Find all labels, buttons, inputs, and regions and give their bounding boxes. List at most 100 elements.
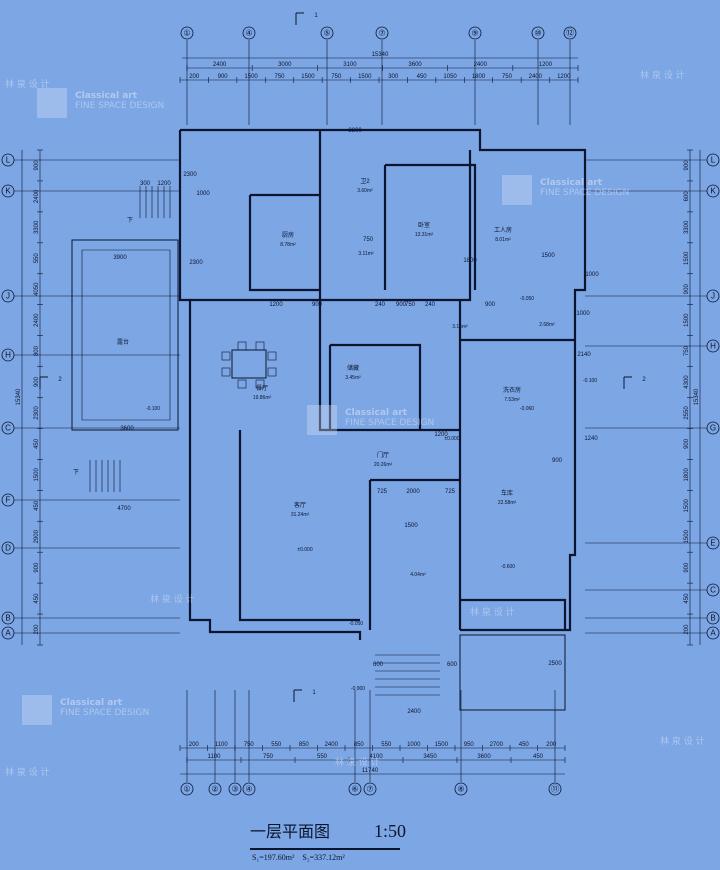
axis-bottom-2-circle	[228, 782, 242, 796]
axis-right-2-label: J	[711, 292, 715, 301]
dining-chair	[267, 367, 277, 377]
axis-bottom-3-circle	[242, 782, 256, 796]
dim-left-value: 550	[34, 253, 40, 264]
axis-bottom-1-circle	[208, 782, 222, 796]
dim-left-value: 800	[34, 345, 40, 356]
dim-right-value: 4300	[684, 375, 690, 389]
dim-top-row1-value: 3000	[278, 62, 292, 68]
room-name: 洗衣房	[503, 386, 521, 394]
dining-chair	[221, 367, 231, 377]
dim-top-row1-value: 3600	[408, 62, 422, 68]
interior-dim: 240	[425, 302, 436, 308]
interior-dim: 3800	[348, 128, 362, 134]
watermark-logo	[502, 175, 532, 205]
dim-left-value: 4050	[34, 282, 40, 296]
axis-top-3-label: ⑦	[378, 29, 385, 38]
terrace-outline	[71, 239, 179, 431]
dim-bottom-row2-value: 1100	[208, 754, 222, 760]
dim-right-value: 900	[684, 160, 690, 171]
dim-top-row2-value: 1800	[472, 74, 486, 80]
section-label: 2	[642, 377, 646, 383]
watermark-brand: Classical art	[75, 91, 138, 101]
dim-left-value: 900	[34, 376, 40, 387]
down-label: 下	[127, 217, 133, 224]
dim-right-value: 1500	[684, 251, 690, 265]
dim-bottom-row2-value: 750	[263, 754, 274, 760]
dim-bottom-row2-value: 3600	[477, 754, 491, 760]
wall-8	[368, 478, 460, 630]
watermark-cn: 林 泉 设 计	[470, 606, 515, 618]
level-mark: -0.050	[349, 621, 363, 627]
dim-top-row2-value: 750	[502, 74, 513, 80]
dim-right-value: 1500	[684, 529, 690, 543]
section-label: 2	[58, 377, 62, 383]
dim-bottom-row2-value: 550	[317, 754, 328, 760]
dim-left-value: 900	[34, 562, 40, 573]
room-name: 露台	[117, 338, 129, 346]
section-arrow	[295, 12, 304, 25]
wall-5	[190, 298, 460, 432]
dining-chair	[267, 351, 277, 361]
interior-dim: 1200	[157, 181, 171, 187]
interior-dim: 2300	[189, 260, 203, 266]
level-mark: -0.100	[583, 378, 597, 384]
dim-bottom-row1-value: 1000	[407, 742, 421, 748]
dim-right-value: 450	[684, 593, 690, 604]
dim-top-row1-value: 2400	[213, 62, 227, 68]
dim-bottom-row1-value: 1100	[215, 742, 229, 748]
section-label: 1	[314, 13, 318, 19]
dim-bottom-row1-value: 550	[381, 742, 392, 748]
dim-left-value: 1500	[34, 468, 40, 482]
axis-bottom-4-label: ⑥	[351, 785, 358, 794]
axis-bottom-1-label: ②	[211, 785, 218, 794]
wall-9	[238, 430, 360, 622]
interior-dim: 1800	[463, 258, 477, 264]
level-mark: -0.060	[520, 406, 534, 412]
level-mark: -0.050	[520, 296, 534, 302]
room-area: 13.31m²	[415, 232, 434, 238]
dim-top-row1-value: 3100	[343, 62, 357, 68]
title-underline	[250, 848, 400, 850]
interior-dim: 240	[375, 302, 386, 308]
dim-top-row2-value: 450	[417, 74, 428, 80]
dim-left-value: 900	[34, 160, 40, 171]
axis-bottom-3-label: ④	[245, 785, 252, 794]
area-left: S₁=197.60m²	[252, 853, 295, 862]
dim-right-value: 2550	[684, 406, 690, 420]
dining-chair	[237, 379, 247, 389]
dim-top-row2-value: 750	[331, 74, 342, 80]
interior-dim: 2140	[577, 352, 591, 358]
interior-dim: 1200	[269, 302, 283, 308]
level-mark: -0.100	[146, 406, 160, 412]
level-mark: ±0.000	[444, 436, 459, 442]
axis-bottom-0-circle	[180, 782, 194, 796]
small-area: 2.68m²	[539, 322, 555, 328]
room-area: 3.60m²	[357, 188, 373, 194]
interior-dim: 1200	[434, 432, 448, 438]
dim-right-value: 3300	[684, 220, 690, 234]
interior-dim: 750	[363, 237, 374, 243]
watermark-sub: FINE SPACE DESIGN	[345, 418, 434, 428]
interior-dim: 2300	[183, 172, 197, 178]
watermark-cn: 林 泉 设 计	[640, 69, 685, 81]
axis-top-2-label: ⑤	[323, 29, 330, 38]
dim-right-value: 1500	[684, 498, 690, 512]
dining-chair	[237, 341, 247, 351]
axis-right-6-label: C	[710, 586, 716, 595]
interior-dim: 1000	[576, 311, 590, 317]
wall-0	[180, 128, 587, 632]
watermark-sub: FINE SPACE DESIGN	[75, 101, 164, 111]
dim-left-value: 3300	[34, 220, 40, 234]
level-mark: ±0.000	[297, 547, 312, 553]
garage-apron	[459, 634, 566, 711]
dim-top-row2-value: 1500	[301, 74, 315, 80]
watermark-cn: 林 泉 设 计	[5, 766, 50, 778]
dim-right-value: 750	[684, 345, 690, 356]
wall-2	[318, 130, 472, 302]
axis-left-6-label: D	[5, 544, 11, 553]
dim-left-value: 450	[34, 438, 40, 449]
walls	[71, 128, 587, 711]
scale-text: 1:50	[374, 821, 407, 841]
